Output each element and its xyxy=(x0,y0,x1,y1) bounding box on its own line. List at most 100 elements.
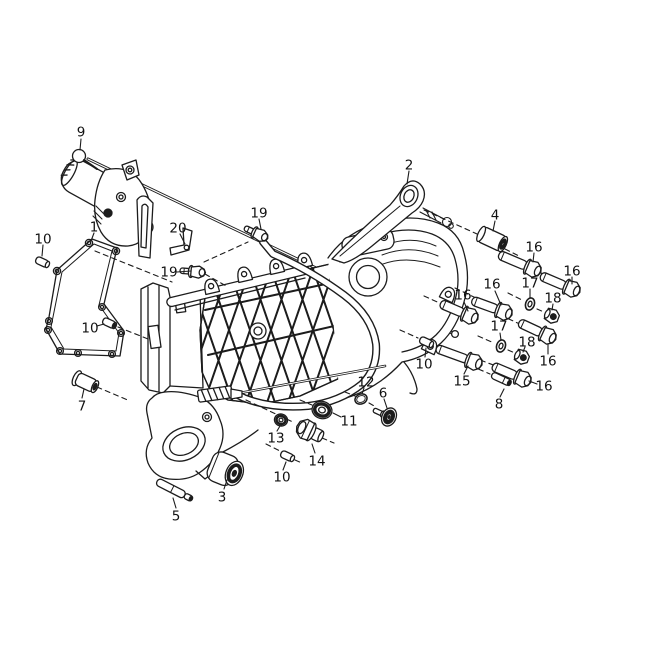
part-callout-16: 16 xyxy=(454,288,472,312)
part-label: 10 xyxy=(273,470,290,486)
part-label: 14 xyxy=(308,454,325,470)
part-16-bolt xyxy=(497,251,542,278)
part-label: 16 xyxy=(454,288,471,304)
part-callout-11: 11 xyxy=(332,412,358,430)
part-18-nut xyxy=(543,307,561,324)
part-callout-19: 19 xyxy=(160,265,192,281)
part-label: 1 xyxy=(90,220,99,236)
part-callout-8: 8 xyxy=(495,388,505,413)
part-label: 16 xyxy=(535,379,552,395)
part-7-bushing xyxy=(71,370,100,394)
part-label: 18 xyxy=(518,335,535,351)
part-16-bolt xyxy=(517,319,557,345)
part-label: 10 xyxy=(81,321,98,337)
part-callout-16: 16 xyxy=(525,240,543,263)
hanger-arm-part2 xyxy=(331,180,454,264)
part-callout-14: 14 xyxy=(308,443,326,470)
part-callout-17: 17 xyxy=(490,319,508,341)
hanger-strip xyxy=(136,195,154,259)
part-label: 10 xyxy=(34,232,51,248)
part-label: 16 xyxy=(539,354,556,370)
part-callout-3: 3 xyxy=(218,479,228,506)
part-label: 16 xyxy=(525,240,542,256)
part-label: 18 xyxy=(544,291,561,307)
part-label: 17 xyxy=(490,319,507,335)
cable-sleeve-rod xyxy=(196,364,387,403)
part-callout-16: 16 xyxy=(539,343,557,370)
part-10-pin xyxy=(34,256,51,269)
part-5-pin xyxy=(155,478,194,502)
part-callout-13: 13 xyxy=(267,425,285,447)
part-callout-18: 18 xyxy=(544,291,562,311)
part-callout-10: 10 xyxy=(273,461,291,486)
part-18-nut xyxy=(513,348,531,365)
part-callout-16: 16 xyxy=(528,379,553,395)
part-callout-19: 19 xyxy=(250,206,268,230)
part-12-oring xyxy=(354,393,368,405)
part-16-bolt xyxy=(539,272,581,298)
part-callout-4: 4 xyxy=(491,208,500,232)
part-8-stud xyxy=(490,372,512,387)
part-callout-16: 16 xyxy=(563,264,581,285)
part-19-bolt xyxy=(243,225,269,242)
part-callout-5: 5 xyxy=(172,497,181,525)
assembly-axes xyxy=(94,209,548,464)
part-label: 9 xyxy=(77,125,86,141)
part-callout-6: 6 xyxy=(379,386,388,409)
part-label: 5 xyxy=(172,509,181,525)
part-16-bolt xyxy=(439,299,479,325)
part-label: 16 xyxy=(563,264,580,280)
part-11-seal xyxy=(311,400,333,420)
part-callout-10: 10 xyxy=(81,321,105,337)
part-17-washer xyxy=(495,339,507,353)
part-label: 4 xyxy=(491,208,500,224)
part-14-plug xyxy=(295,418,325,443)
part-label: 17 xyxy=(521,276,538,292)
part-label: 10 xyxy=(415,357,432,373)
part-callout-15: 15 xyxy=(453,365,471,390)
part-label: 6 xyxy=(379,386,388,402)
spring-hatch xyxy=(92,205,105,225)
part-10-pin xyxy=(101,317,118,330)
breather-hose xyxy=(232,238,381,411)
part-label: 20 xyxy=(169,221,186,237)
part-label: 3 xyxy=(218,490,227,506)
part-callout-2: 2 xyxy=(405,158,414,185)
gasket xyxy=(43,238,126,359)
part-label: 12 xyxy=(357,375,374,391)
gasket-bolt-holes xyxy=(43,238,126,359)
part-callout-1: 1 xyxy=(90,220,99,242)
part-16-bolt xyxy=(491,362,532,388)
part-callout-12: 12 xyxy=(357,375,375,395)
part-17-washer xyxy=(524,297,536,311)
part-6-screw xyxy=(372,407,398,427)
part-3-bushing xyxy=(206,451,245,487)
part-label: 11 xyxy=(340,414,357,430)
part-19-bolt xyxy=(179,264,207,279)
part-13-washer xyxy=(273,413,289,427)
part-callout-10: 10 xyxy=(415,347,433,373)
part-callout-7: 7 xyxy=(78,388,86,415)
part-callout-9: 9 xyxy=(77,125,86,151)
part-10-pin xyxy=(418,336,435,349)
part-callout-18: 18 xyxy=(518,335,536,353)
part-label: 2 xyxy=(405,158,414,174)
part-callout-20: 20 xyxy=(169,221,187,245)
part-15-bolt xyxy=(435,344,483,371)
part-label: 13 xyxy=(267,431,284,447)
part-callout-10: 10 xyxy=(34,232,52,257)
fasteners-layer xyxy=(34,225,581,502)
part-callout-17: 17 xyxy=(521,276,539,299)
mounting-rail xyxy=(166,252,314,311)
bracket-part20 xyxy=(169,227,193,256)
part-label: 15 xyxy=(453,374,470,390)
engine-mount-lug xyxy=(145,390,259,481)
part-label: 19 xyxy=(250,206,267,222)
part-callout-16: 16 xyxy=(483,277,502,306)
part-label: 19 xyxy=(160,265,177,281)
part-label: 16 xyxy=(483,277,500,293)
part-label: 8 xyxy=(495,397,504,413)
